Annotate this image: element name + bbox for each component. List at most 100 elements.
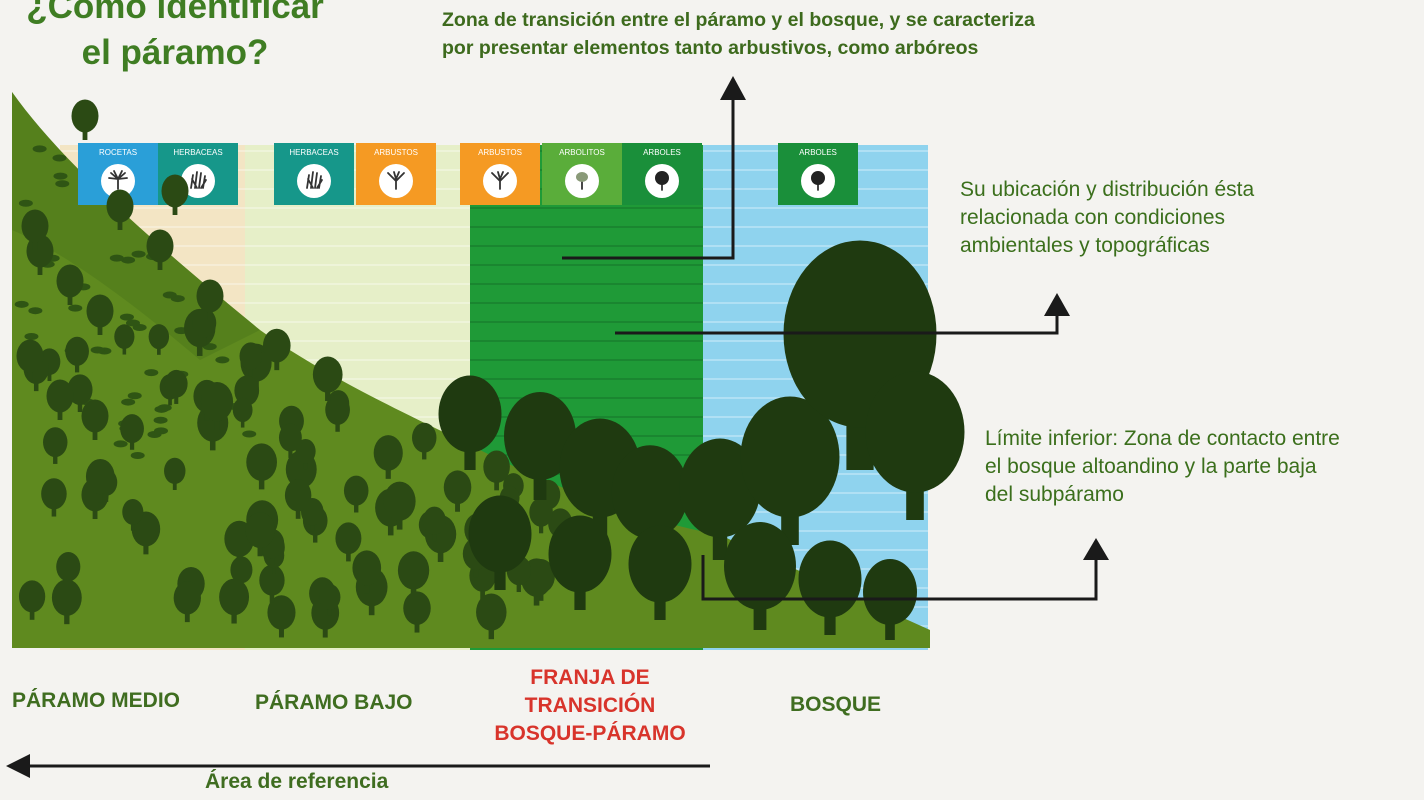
title-line-2: el páramo? bbox=[81, 33, 269, 72]
small-tree bbox=[239, 342, 262, 377]
zone-paramo-bajo: PÁRAMO BAJO bbox=[255, 691, 413, 714]
grass-tuft bbox=[157, 404, 172, 412]
grass-tuft bbox=[55, 180, 70, 188]
forest-tree bbox=[468, 495, 532, 590]
small-tree bbox=[262, 328, 291, 371]
transition-note-line-1: Zona de transición entre el páramo y el … bbox=[442, 9, 1035, 31]
transition-note-line-2: por presentar elementos tanto arbustivos… bbox=[442, 37, 979, 59]
arrow-limit bbox=[701, 548, 1098, 601]
forest-tree bbox=[679, 438, 761, 560]
reference-label: Área de referencia bbox=[205, 770, 389, 793]
small-tree bbox=[295, 438, 316, 470]
vegetation-tag-label: HERBACEAS bbox=[173, 148, 222, 157]
arrow-transition-head bbox=[720, 76, 746, 100]
zone-paramo-medio: PÁRAMO MEDIO bbox=[12, 689, 180, 712]
grass-icon-glyph bbox=[306, 171, 323, 189]
vegetation-tag-label: ARBUSTOS bbox=[478, 148, 522, 157]
small-tree bbox=[173, 581, 201, 623]
small-tree bbox=[114, 324, 135, 355]
zone-franja-line-2: TRANSICIÓN bbox=[524, 694, 656, 717]
grass-tuft bbox=[130, 451, 145, 459]
limit-note-line-1: Límite inferior: Zona de contacto entre bbox=[985, 427, 1340, 450]
small-tree bbox=[85, 458, 115, 503]
vegetation-tag: ARBUSTOS bbox=[460, 143, 540, 205]
rosette-icon-glyph bbox=[108, 170, 128, 190]
small-tree bbox=[120, 414, 144, 450]
transition-note: Zona de transición entre el páramo y el … bbox=[442, 6, 1035, 62]
grass-tuft bbox=[32, 145, 47, 153]
small-tree bbox=[278, 423, 302, 458]
forest-tree bbox=[863, 559, 917, 640]
forest-tree bbox=[438, 375, 502, 470]
zone-franja-line-1: FRANJA DE bbox=[530, 666, 650, 689]
vegetation-tag-label: HERBACEAS bbox=[289, 148, 338, 157]
rosette-plant bbox=[56, 264, 84, 305]
small-tree bbox=[18, 580, 46, 620]
grass-tuft bbox=[125, 319, 140, 327]
vegetation-tag-label: ROCETAS bbox=[99, 148, 137, 157]
rosette-plant bbox=[196, 279, 224, 320]
page-title: ¿Cómo identificar el páramo? bbox=[0, 0, 350, 76]
small-tree bbox=[284, 479, 312, 519]
rosette-plant bbox=[161, 174, 189, 215]
shrub-icon-glyph bbox=[387, 171, 405, 190]
small-tree bbox=[164, 369, 188, 404]
limit-note-line-3: del subpáramo bbox=[985, 483, 1124, 506]
location-note: Su ubicación y distribución ésta relacio… bbox=[960, 176, 1360, 260]
small-tree bbox=[43, 427, 68, 464]
small-tree bbox=[51, 579, 82, 625]
rosette-plant bbox=[146, 229, 174, 270]
grass-tuft bbox=[52, 154, 67, 162]
location-note-line-2: relacionada con condiciones bbox=[960, 206, 1226, 229]
vegetation-tag: ARBUSTOS bbox=[356, 143, 436, 205]
arrow-transition bbox=[562, 90, 735, 260]
vegetation-tag-label: ARBOLES bbox=[643, 148, 681, 157]
grass-tuft bbox=[90, 346, 105, 354]
grass-tuft bbox=[119, 313, 134, 321]
location-note-line-1: Su ubicación y distribución ésta bbox=[960, 178, 1255, 201]
vegetation-tag-label: ARBOLITOS bbox=[559, 148, 605, 157]
rosette-plant bbox=[16, 339, 44, 380]
rosette-plant bbox=[71, 99, 99, 140]
small-tree bbox=[335, 522, 362, 562]
small-tree bbox=[164, 457, 186, 491]
vegetation-tag: HERBACEAS bbox=[274, 143, 354, 205]
small-tree bbox=[67, 374, 93, 413]
small-tree bbox=[267, 595, 296, 638]
small-tree bbox=[422, 506, 446, 542]
zone-bosque: BOSQUE bbox=[790, 693, 882, 716]
grass-tuft bbox=[127, 392, 142, 400]
limit-note-line-2: el bosque altoandino y la parte baja bbox=[985, 455, 1317, 478]
vegetation-tag: ARBOLES bbox=[622, 143, 702, 205]
grass-tuft bbox=[113, 440, 128, 448]
forest-tree bbox=[740, 396, 840, 545]
zone-franja: FRANJA DE TRANSICIÓN BOSQUE-PÁRAMO bbox=[470, 664, 710, 748]
small-tree bbox=[232, 397, 253, 428]
small-tree bbox=[245, 512, 275, 557]
small-tree bbox=[397, 551, 430, 599]
small-tree bbox=[352, 550, 382, 594]
grass-tuft bbox=[68, 304, 83, 312]
tree-icon-glyph bbox=[655, 171, 669, 191]
grass-tuft bbox=[242, 430, 257, 438]
grass-tuft bbox=[109, 254, 124, 262]
grass-tuft bbox=[153, 416, 168, 424]
small-tree bbox=[483, 450, 510, 491]
limit-note: Límite inferior: Zona de contacto entre … bbox=[985, 425, 1421, 509]
grass-tuft bbox=[162, 291, 177, 299]
grass-tuft bbox=[28, 307, 43, 315]
grass-tuft bbox=[121, 398, 136, 406]
grass-tuft bbox=[14, 300, 29, 308]
small-tree-icon-glyph bbox=[576, 172, 588, 190]
grass-icon bbox=[297, 164, 331, 198]
arrow-limit-head bbox=[1083, 538, 1109, 560]
grass-tuft bbox=[131, 250, 146, 258]
tree-icon-glyph bbox=[811, 171, 825, 191]
small-tree bbox=[319, 584, 341, 616]
small-tree bbox=[200, 381, 234, 431]
small-tree bbox=[403, 591, 431, 633]
grass-tuft bbox=[153, 427, 168, 435]
forest-tree bbox=[865, 371, 965, 520]
vegetation-tag: ARBOLITOS bbox=[542, 143, 622, 205]
zone-franja-line-3: BOSQUE-PÁRAMO bbox=[494, 722, 686, 745]
